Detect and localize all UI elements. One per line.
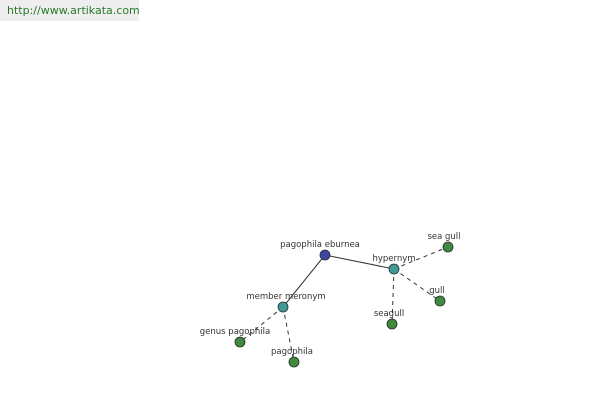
- node-seagull[interactable]: seagull: [374, 309, 404, 330]
- node-gull[interactable]: gull: [429, 286, 446, 307]
- node-pagophila-eburnea[interactable]: pagophila eburnea: [280, 240, 360, 261]
- graph-edges: [239, 246, 449, 363]
- node-label: pagophila: [271, 347, 313, 357]
- node-label: pagophila eburnea: [280, 240, 360, 250]
- node-label: genus pagophila: [200, 327, 270, 337]
- node-label: seagull: [374, 309, 404, 319]
- node-label: gull: [429, 286, 445, 296]
- node-label: hypernym: [372, 254, 415, 264]
- node-pagophila[interactable]: pagophila: [271, 347, 313, 368]
- node-genus-pagophila[interactable]: genus pagophila: [200, 327, 270, 348]
- site-url-label[interactable]: http://www.artikata.com: [0, 0, 140, 21]
- edge-hypernym-sea-gull: [393, 246, 449, 270]
- node-label: sea gull: [427, 232, 460, 242]
- node-hypernym[interactable]: hypernym: [372, 254, 416, 275]
- node-sea-gull[interactable]: sea gull: [427, 232, 461, 253]
- edge-member-meronym-genus-pagophila: [239, 306, 284, 343]
- node-member-meronym[interactable]: member meronym: [246, 292, 326, 313]
- edge-member-meronym-pagophila: [282, 306, 295, 363]
- edge-root-member-meronym: [282, 254, 326, 308]
- node-label: member meronym: [246, 292, 325, 302]
- edge-hypernym-gull: [393, 268, 441, 302]
- edge-hypernym-seagull: [391, 268, 395, 325]
- graph-nodes: pagophila eburnea hypernym member merony…: [200, 232, 461, 368]
- edge-root-hypernym: [324, 254, 395, 270]
